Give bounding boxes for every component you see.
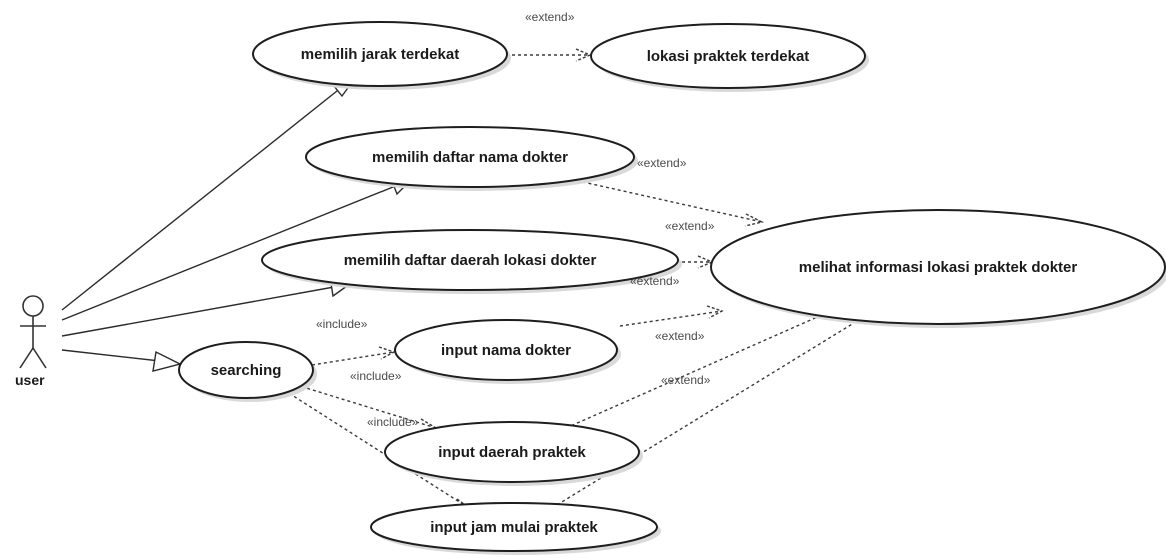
stereotype-extend-label: «extend» — [661, 373, 711, 387]
use-case-searching[interactable]: searching — [178, 341, 317, 402]
use-case-label: memilih jarak terdekat — [301, 46, 459, 63]
use-case-input-daerah-praktek[interactable]: input daerah praktek — [384, 421, 643, 486]
use-case-memilih-daftar-daerah-lokasi-dokter[interactable]: memilih daftar daerah lokasi dokter — [261, 229, 682, 294]
use-case-label: input nama dokter — [441, 342, 571, 359]
stereotype-extend-label: «extend» — [655, 329, 705, 343]
use-case-input-jam-mulai-praktek[interactable]: input jam mulai praktek — [370, 502, 661, 555]
use-case-label: melihat informasi lokasi praktek dokter — [799, 259, 1078, 276]
use-case-memilih-daftar-nama-dokter[interactable]: memilih daftar nama dokter — [305, 126, 638, 191]
use-case-label: lokasi praktek terdekat — [647, 48, 810, 65]
include-searching-input-nama — [311, 346, 396, 366]
use-case-lokasi-praktek-terdekat[interactable]: lokasi praktek terdekat — [590, 23, 869, 92]
use-case-label: input jam mulai praktek — [430, 519, 598, 536]
use-case-label: memilih daftar nama dokter — [372, 149, 568, 166]
stereotype-include-label: «include» — [367, 415, 419, 429]
extend-daftar-nama-info — [564, 177, 765, 227]
use-case-memilih-jarak-terdekat[interactable]: memilih jarak terdekat — [252, 21, 511, 90]
use-case-melihat-informasi-lokasi-praktek-dokter[interactable]: melihat informasi lokasi praktek dokter — [710, 209, 1166, 328]
use-case-label: memilih daftar daerah lokasi dokter — [344, 252, 597, 269]
stereotype-extend-label: «extend» — [665, 219, 715, 233]
use-case-label: input daerah praktek — [438, 444, 586, 461]
stereotype-include-label: «include» — [350, 369, 402, 383]
use-case-label: searching — [211, 362, 282, 379]
association-user-searching — [61, 349, 182, 372]
actor-user[interactable]: user — [15, 295, 47, 388]
stereotype-include-label: «include» — [316, 317, 368, 331]
use-case-input-nama-dokter[interactable]: input nama dokter — [394, 319, 621, 384]
stereotype-extend-label: «extend» — [525, 10, 575, 24]
association-user-daftar-daerah — [61, 276, 356, 337]
stick-figure-icon — [19, 295, 47, 369]
stereotype-extend-label: «extend» — [630, 274, 680, 288]
stereotype-extend-label: «extend» — [637, 156, 687, 170]
actor-label: user — [15, 372, 45, 388]
extend-jarak-lokasi — [500, 48, 592, 62]
extend-input-nama-info — [619, 305, 724, 327]
